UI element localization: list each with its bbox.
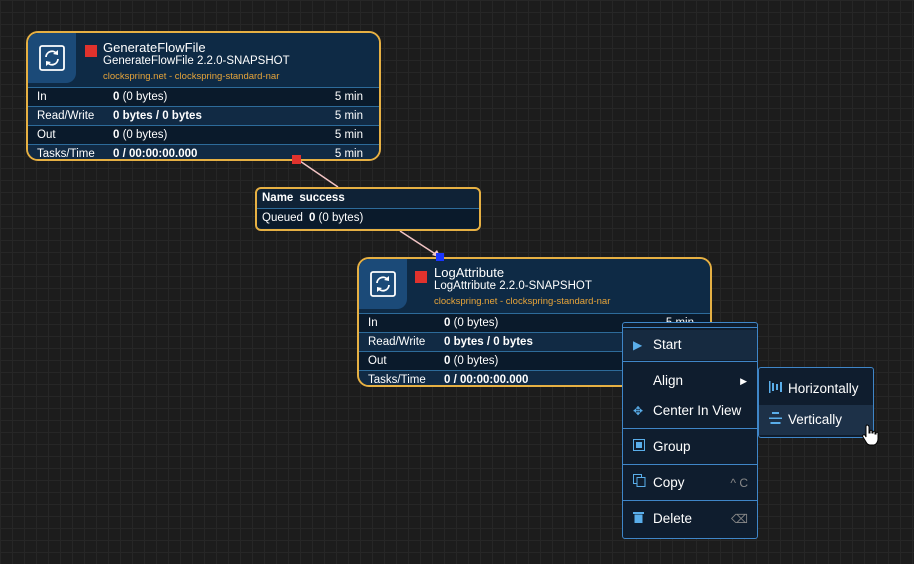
shortcut-label: ^ C (730, 476, 748, 490)
menu-item-center-in-view[interactable]: ✥ Center In View (623, 396, 757, 426)
processor-icon (359, 259, 407, 309)
menu-separator (623, 428, 757, 429)
menu-separator (623, 327, 757, 328)
processor-header: LogAttribute LogAttribute 2.2.0-SNAPSHOT… (359, 259, 710, 313)
group-icon (633, 432, 647, 462)
menu-item-align[interactable]: Align ▶ (623, 366, 757, 396)
menu-item-delete[interactable]: Delete ⌫ (623, 504, 757, 534)
trash-icon (633, 504, 647, 534)
menu-separator (623, 361, 757, 362)
stat-row-readwrite: Read/Write 0 bytes / 0 bytes 5 min (28, 106, 379, 125)
copy-icon (633, 468, 647, 498)
stat-row-in: In 0 (0 bytes) 5 min (28, 87, 379, 106)
menu-separator (623, 500, 757, 501)
caret-right-icon: ▶ (740, 376, 747, 386)
menu-item-group[interactable]: Group (623, 432, 757, 462)
crosshair-icon: ✥ (633, 404, 644, 418)
processor-stats: In 0 (0 bytes) 5 min Read/Write 0 bytes … (28, 87, 379, 159)
hand-cursor-icon (862, 424, 879, 446)
processor-bundle: clockspring.net - clockspring-standard-n… (434, 296, 611, 307)
refresh-icon (39, 45, 65, 71)
menu-item-start[interactable]: ▶ Start (623, 330, 757, 360)
processor-type: LogAttribute 2.2.0-SNAPSHOT (434, 280, 592, 292)
refresh-icon (370, 271, 396, 297)
processor-header: GenerateFlowFile GenerateFlowFile 2.2.0-… (28, 33, 379, 87)
play-icon: ▶ (633, 338, 643, 352)
processor-icon (28, 33, 76, 83)
menu-item-copy[interactable]: Copy ^ C (623, 468, 757, 498)
stopped-status-icon (415, 271, 427, 283)
stat-row-tasks: Tasks/Time 0 / 00:00:00.000 5 min (28, 144, 379, 159)
align-vertical-icon (769, 405, 783, 435)
menu-separator (623, 464, 757, 465)
stopped-status-icon (85, 45, 97, 57)
source-connection-port[interactable] (292, 155, 301, 164)
context-menu: ▶ Start Align ▶ ✥ Center In View Group C… (622, 322, 758, 539)
processor-name: LogAttribute (434, 265, 505, 280)
shortcut-label: ⌫ (731, 512, 748, 526)
processor-bundle: clockspring.net - clockspring-standard-n… (103, 71, 280, 82)
menu-item-align-horizontally[interactable]: Horizontally (759, 374, 873, 404)
align-horizontal-icon (769, 374, 783, 404)
processor-name: GenerateFlowFile (103, 40, 206, 55)
processor-generateflowfile[interactable]: GenerateFlowFile GenerateFlowFile 2.2.0-… (26, 31, 381, 161)
stat-row-out: Out 0 (0 bytes) 5 min (28, 125, 379, 144)
align-submenu: Horizontally Vertically (758, 367, 874, 438)
processor-type: GenerateFlowFile 2.2.0-SNAPSHOT (103, 55, 290, 67)
menu-item-align-vertically[interactable]: Vertically (759, 405, 873, 435)
destination-connection-port[interactable] (436, 253, 444, 261)
